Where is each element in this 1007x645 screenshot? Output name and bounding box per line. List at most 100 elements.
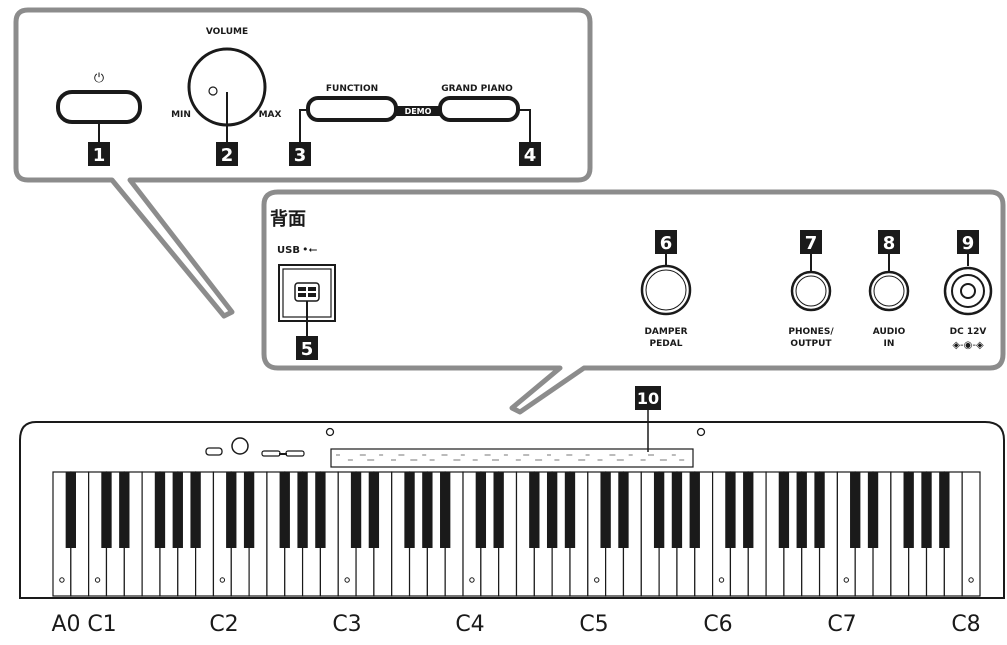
- callout-badge-10: 10: [635, 386, 661, 410]
- svg-text:8: 8: [883, 233, 896, 254]
- power-symbol: ⏻: [94, 71, 104, 86]
- callout-badge-4: 4: [519, 142, 541, 166]
- black-key: [190, 472, 201, 548]
- black-key: [529, 472, 540, 548]
- key-marker-dot: [469, 577, 475, 583]
- callout-badge-2: 2: [216, 142, 238, 166]
- label-strip-markings: [336, 454, 685, 461]
- damper-pedal-label-1: DAMPER: [644, 327, 687, 337]
- mini-function-button: [261, 450, 281, 457]
- white-key: [961, 471, 981, 597]
- front-panel-callout: ⏻ VOLUME MIN MAX FUNCTION GRAND PIANO DE…: [13, 7, 593, 319]
- key-marker-dot: [59, 577, 65, 583]
- svg-text:9: 9: [962, 233, 975, 254]
- black-key: [440, 472, 451, 548]
- note-labels: A0 C1 C2 C3 C4 C5 C6 C7 C8: [51, 612, 980, 637]
- black-key: [921, 472, 932, 548]
- black-key: [546, 472, 558, 548]
- key-marker-dot: [344, 577, 350, 583]
- callout-badge-1: 1: [88, 142, 110, 166]
- function-label: FUNCTION: [326, 84, 378, 94]
- note-label-a0: A0: [51, 612, 80, 637]
- phones-output-jack: [790, 270, 832, 312]
- note-label-c5: C5: [579, 612, 608, 637]
- callout-badge-6: 6: [655, 230, 677, 254]
- black-key: [671, 472, 683, 548]
- audio-in-label-1: AUDIO: [873, 327, 906, 337]
- svg-text:7: 7: [805, 233, 818, 254]
- black-key: [653, 472, 665, 548]
- front-leader-lines: [98, 92, 531, 142]
- black-key: [422, 472, 433, 548]
- key-marker-dot: [594, 577, 600, 583]
- function-button[interactable]: [306, 96, 398, 122]
- note-label-c2: C2: [209, 612, 238, 637]
- callout-badge-8: 8: [878, 230, 900, 254]
- svg-text:6: 6: [660, 233, 673, 254]
- callout-badge-5: 5: [296, 336, 318, 360]
- right-screw: [696, 427, 706, 437]
- keyboard-body: 10: [19, 386, 1005, 599]
- black-key: [101, 472, 112, 548]
- black-key: [493, 472, 504, 548]
- mini-grand-piano-button: [285, 450, 305, 457]
- black-key: [778, 472, 790, 548]
- black-key: [368, 472, 380, 548]
- black-key: [618, 472, 629, 548]
- volume-label: VOLUME: [206, 27, 248, 37]
- black-key: [939, 472, 950, 548]
- black-key: [743, 472, 754, 548]
- grand-piano-label: GRAND PIANO: [441, 84, 513, 94]
- black-key: [154, 472, 166, 548]
- black-key: [404, 472, 415, 548]
- note-label-c1: C1: [87, 612, 116, 637]
- note-label-c6: C6: [703, 612, 732, 637]
- dc-label: DC 12V: [950, 327, 987, 337]
- black-key: [119, 472, 130, 548]
- note-label-c8: C8: [951, 612, 980, 637]
- black-key: [903, 472, 914, 548]
- damper-pedal-label-2: PEDAL: [650, 339, 683, 349]
- black-key: [689, 472, 700, 548]
- svg-text:3: 3: [294, 145, 307, 166]
- rear-panel-callout: 背面 USB •⭠ 5 6 DAMPER PEDAL 7: [261, 189, 1006, 415]
- black-key: [564, 472, 576, 548]
- mini-power-button: [205, 447, 223, 456]
- black-keys: [65, 472, 950, 548]
- audio-in-jack: [868, 270, 910, 312]
- black-key: [297, 472, 308, 548]
- grand-piano-button[interactable]: [438, 96, 520, 122]
- black-key: [172, 472, 183, 548]
- demo-bar: [394, 106, 442, 116]
- note-label-c3: C3: [332, 612, 361, 637]
- svg-text:10: 10: [637, 389, 659, 408]
- svg-text:5: 5: [301, 339, 314, 360]
- usb-label: USB: [277, 245, 300, 256]
- black-key: [315, 472, 326, 548]
- key-marker-dot: [718, 577, 725, 583]
- volume-max-label: MAX: [259, 110, 282, 120]
- key-markers: [59, 577, 974, 583]
- usb-icon: •⭠: [302, 243, 317, 256]
- svg-text:1: 1: [93, 145, 106, 166]
- power-button[interactable]: [56, 90, 142, 124]
- demo-label: DEMO: [405, 107, 432, 116]
- black-key: [725, 472, 736, 548]
- key-marker-dot: [94, 577, 101, 583]
- mini-volume-knob: [231, 437, 249, 455]
- key-marker-dot: [219, 577, 226, 583]
- callout-badge-7: 7: [800, 230, 822, 254]
- black-key: [600, 472, 611, 548]
- black-key: [850, 472, 861, 548]
- callout-badge-9: 9: [957, 230, 979, 254]
- black-key: [65, 472, 76, 548]
- black-key: [475, 472, 487, 548]
- black-key: [867, 472, 879, 548]
- damper-pedal-jack: [640, 264, 692, 316]
- note-label-c7: C7: [827, 612, 856, 637]
- svg-text:2: 2: [221, 145, 234, 166]
- black-key: [796, 472, 807, 548]
- volume-min-label: MIN: [171, 110, 191, 120]
- black-key: [279, 472, 290, 548]
